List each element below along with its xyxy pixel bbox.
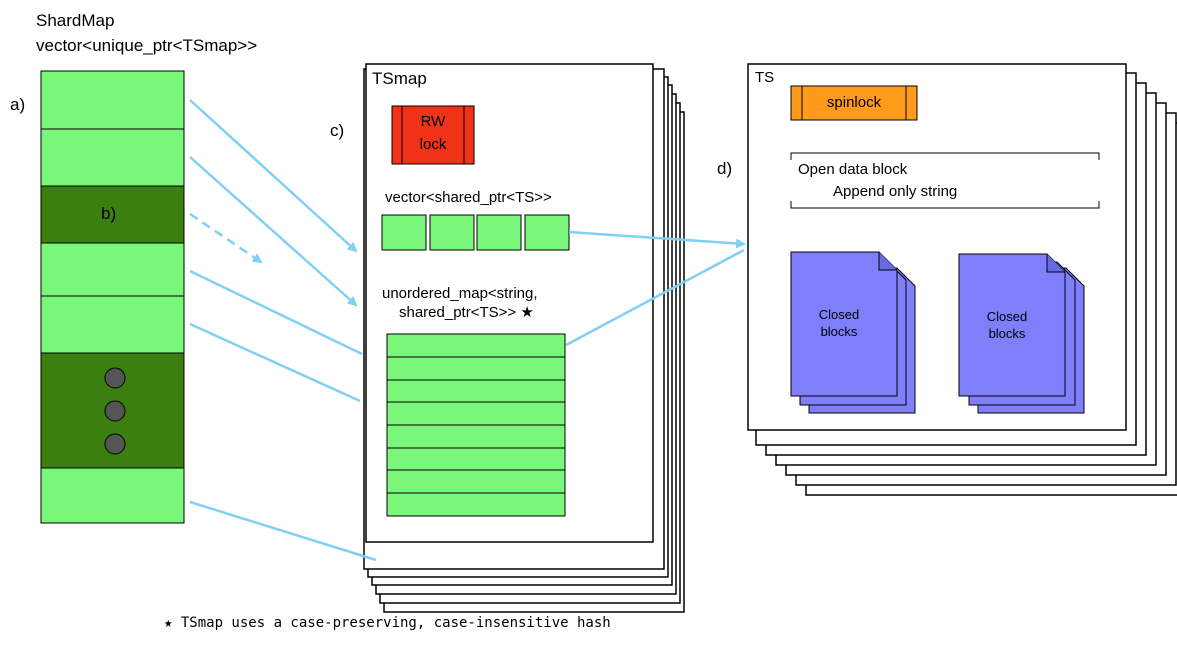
shard-slot [40,128,185,187]
map-row [386,424,566,449]
vector-cell [429,214,475,251]
map-row [386,469,566,494]
map-row [386,492,566,517]
unordered-map-table [386,333,566,517]
spinlock-label: spinlock [826,94,882,111]
map-row [386,379,566,403]
ellipsis-dot [104,400,126,422]
spinlock [790,85,918,121]
shardmap-vector [40,70,185,524]
ts-pointer-vector [381,214,570,251]
rw-lock-label-line1: RW [420,113,446,130]
vector-label: vector<shared_ptr<TS>> [385,189,552,206]
arrow-shard-to-tsmap [189,269,363,356]
ellipsis-dot [104,367,126,389]
arrow-shard-to-tsmap [189,322,361,403]
closed-blocks-label-right-1: Closed [986,309,1028,324]
vector-cell [524,214,570,251]
closed-blocks-label-left-2: blocks [820,324,858,339]
open-block-line1: Open data block [798,161,908,178]
arrow-map-to-ts [565,248,745,347]
marker-a: a) [10,95,26,114]
closed-blocks-stack-right [958,253,1085,414]
rw-lock-label-line2: lock [419,136,447,153]
marker-d: d) [717,159,733,178]
arrows [189,99,746,562]
arrow-shard-to-tsmap [189,99,358,253]
map-row [386,356,566,381]
vector-cell [476,214,522,251]
arrow-vector-to-ts [568,230,746,249]
arrow-shard-b-dashed [189,212,263,264]
arrow-shard-to-tsmap [189,156,358,307]
map-row [386,447,566,471]
rw-lock [391,105,475,165]
shard-slot-b [40,185,185,244]
marker-c: c) [330,121,345,140]
vector-cell [381,214,427,251]
closed-blocks-label-left-1: Closed [818,307,860,322]
map-label-line2: shared_ptr<TS>> ★ [399,304,534,321]
closed-blocks-stack-left [790,251,916,414]
shard-slot [40,295,185,354]
ellipsis-dot [104,433,126,455]
map-row [386,401,566,426]
open-data-block-bracket [790,152,1100,209]
marker-b: b) [101,204,117,223]
shardmap-type: vector<unique_ptr<TSmap>> [36,36,258,55]
map-label-line1: unordered_map<string, [382,285,538,302]
arrow-shard-to-tsmap [189,500,377,562]
tsmap-title: TSmap [372,69,427,88]
shard-slot [40,242,185,297]
closed-blocks-label-right-2: blocks [988,326,1026,341]
ts-title: TS [755,69,775,86]
shard-slot [40,467,185,524]
map-row [386,333,566,358]
footnote: ★ TSmap uses a case-preserving, case-ins… [164,615,611,631]
open-block-line2: Append only string [833,183,958,200]
shard-slot [40,70,185,130]
shardmap-title: ShardMap [36,11,115,30]
